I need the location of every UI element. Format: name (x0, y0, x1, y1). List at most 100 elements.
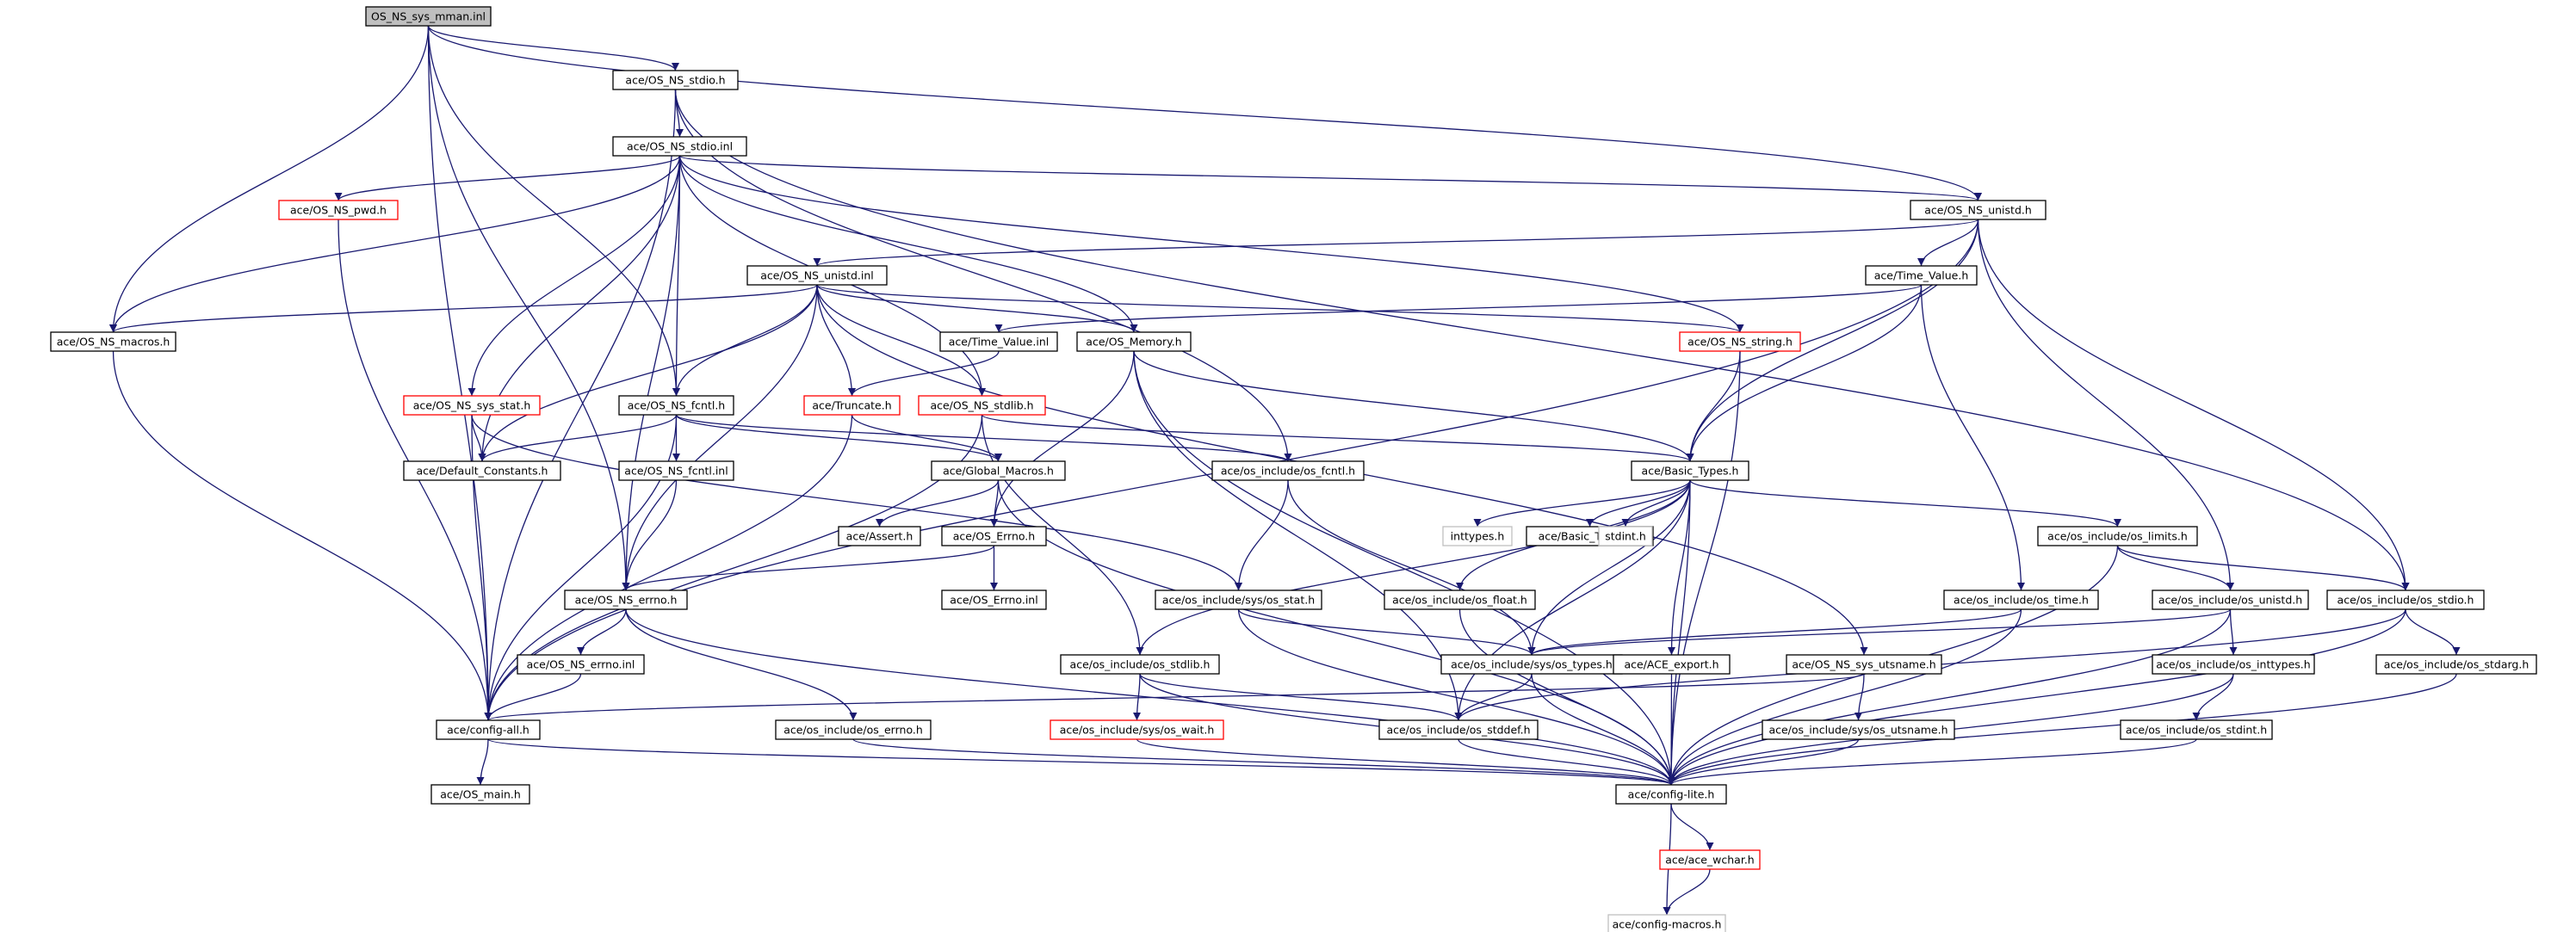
edge-os_memory_h-to-config_lite (1133, 350, 1675, 786)
node-box (1786, 654, 1942, 675)
node-ace-os-include-os-stddef-h[interactable]: ace/os_include/os_stddef.h (1378, 719, 1539, 740)
edge-sys_os_stat-to-config_lite (1237, 608, 1675, 786)
edge-os_memory_h-to-os_errno_h (990, 350, 1135, 528)
node-ace-truncate-h[interactable]: ace/Truncate.h (803, 395, 901, 416)
node-stdint-h[interactable]: stdint.h (1598, 526, 1653, 546)
node-ace-os-include-os-float-h[interactable]: ace/os_include/os_float.h (1384, 589, 1536, 610)
node-ace-os-ns-fcntl-h[interactable]: ace/OS_NS_fcntl.h (618, 395, 734, 416)
node-ace-os-include-os-stdlib-h[interactable]: ace/os_include/os_stdlib.h (1060, 654, 1220, 675)
node-box (1050, 719, 1224, 740)
node-label: ace/os_include/os_limits.h (2047, 530, 2188, 543)
node-ace-ace-export-h[interactable]: ace/ACE_export.h (1613, 654, 1731, 675)
edge-os_stdio-to-config_lite (1667, 608, 2406, 786)
node-ace-os-ns-unistd-h[interactable]: ace/OS_NS_unistd.h (1910, 200, 2047, 220)
node-ace-os-errno-inl[interactable]: ace/OS_Errno.inl (941, 589, 1047, 610)
edge-sys_os_wait-to-config_lite (1136, 738, 1675, 786)
node-ace-os-include-os-stdio-h[interactable]: ace/os_include/os_stdio.h (2326, 589, 2485, 610)
edge-basic_types_h-to-inttypes_h (1473, 479, 1691, 528)
node-ace-os-include-os-errno-h[interactable]: ace/os_include/os_errno.h (775, 719, 932, 740)
node-layer: OS_NS_sys_mman.inl ace/OS_NS_stdio.h ace/O… (50, 6, 2537, 932)
node-ace-config-lite-h[interactable]: ace/config-lite.h (1615, 784, 1727, 805)
node-ace-os-ns-macros-h[interactable]: ace/OS_NS_macros.h (50, 331, 176, 352)
node-box (941, 589, 1047, 610)
node-ace-os-ns-stdio-h[interactable]: ace/OS_NS_stdio.h (612, 70, 739, 90)
node-label: ace/OS_NS_stdlib.h (930, 399, 1033, 412)
node-label: ace/OS_NS_fcntl.h (628, 399, 725, 412)
node-ace-config-all-h[interactable]: ace/config-all.h (436, 719, 541, 740)
node-box (403, 460, 561, 481)
node-ace-os-ns-errno-h[interactable]: ace/OS_NS_errno.h (564, 589, 688, 610)
node-ace-os-ns-stdlib-h[interactable]: ace/OS_NS_stdlib.h (918, 395, 1046, 416)
node-ace-os-errno-h[interactable]: ace/OS_Errno.h (941, 526, 1047, 546)
node-ace-os-main-h[interactable]: ace/OS_main.h (430, 784, 530, 805)
edge-unistd_inl-to-truncate_h (816, 284, 856, 397)
node-box (1659, 849, 1761, 870)
edge-os_limits-to-os_stdio (2116, 545, 2410, 591)
node-ace-config-macros-h[interactable]: ace/config-macros.h (1607, 914, 1726, 932)
edge-time_value_inl-to-truncate_h (848, 350, 1000, 397)
node-inttypes-h[interactable]: inttypes.h (1442, 526, 1513, 546)
node-ace-os-include-os-stdint-h[interactable]: ace/os_include/os_stdint.h (2120, 719, 2273, 740)
edge-sys_os_stat-to-sys_os_types (1237, 608, 1536, 656)
edge-os_include_fcntl-to-sys_os_types (1287, 479, 1536, 656)
node-ace-os-ns-sys-utsname-h[interactable]: ace/OS_NS_sys_utsname.h (1786, 654, 1942, 675)
node-label: ace/os_include/sys/os_types.h (1451, 658, 1613, 671)
node-ace-os-include-sys-os-utsname-h[interactable]: ace/os_include/sys/os_utsname.h (1762, 719, 1955, 740)
node-box (278, 200, 399, 220)
node-ace-os-include-os-unistd-h[interactable]: ace/os_include/os_unistd.h (2152, 589, 2309, 610)
node-ace-default-constants-h[interactable]: ace/Default_Constants.h (403, 460, 561, 481)
node-ace-os-include-sys-os-types-h[interactable]: ace/os_include/sys/os_types.h (1440, 654, 1623, 675)
edge-os_time-to-config_lite (1667, 608, 2022, 786)
edge-os_errno_h-to-ns_errno_h (622, 545, 995, 591)
node-ace-os-memory-h[interactable]: ace/OS_Memory.h (1076, 331, 1192, 352)
node-label: ace/os_include/os_errno.h (783, 724, 923, 737)
node-ace-os-ns-unistd-inl[interactable]: ace/OS_NS_unistd.inl (746, 265, 888, 286)
edge-layer (109, 25, 2461, 916)
node-box (517, 654, 645, 675)
node-ace-time-value-h[interactable]: ace/Time_Value.h (1865, 265, 1978, 286)
node-ace-time-value-inl[interactable]: ace/Time_Value.inl (939, 331, 1058, 352)
edge-os_time-to-sys_os_types (1527, 608, 2022, 656)
edge-basic_types_h-to-os_stddef (1454, 479, 1691, 721)
node-ace-ace-wchar-h[interactable]: ace/ace_wchar.h (1659, 849, 1761, 870)
node-ace-os-ns-string-h[interactable]: ace/OS_NS_string.h (1679, 331, 1801, 352)
node-ace-os-include-os-time-h[interactable]: ace/os_include/os_time.h (1943, 589, 2099, 610)
node-ace-os-ns-fcntl-inl[interactable]: ace/OS_NS_fcntl.inl (618, 460, 734, 481)
node-box (612, 136, 747, 157)
node-ace-os-ns-sys-stat-h[interactable]: ace/OS_NS_sys_stat.h (403, 395, 541, 416)
node-ace-assert-h[interactable]: ace/Assert.h (838, 526, 921, 546)
node-ace-os-include-os-fcntl-h[interactable]: ace/os_include/os_fcntl.h (1211, 460, 1365, 481)
node-os-ns-sys-mman-inl[interactable]: OS_NS_sys_mman.inl (365, 6, 492, 27)
node-ace-os-include-sys-os-stat-h[interactable]: ace/os_include/sys/os_stat.h (1155, 589, 1322, 610)
node-label: ace/config-macros.h (1613, 918, 1722, 931)
node-box (1865, 265, 1978, 286)
node-label: ace/OS_NS_errno.h (575, 594, 678, 607)
node-ace-os-include-sys-os-wait-h[interactable]: ace/os_include/sys/os_wait.h (1050, 719, 1224, 740)
node-ace-os-include-os-inttypes-h[interactable]: ace/os_include/os_inttypes.h (2152, 654, 2315, 675)
edge-os_stdlib-to-os_stddef (1139, 673, 1463, 721)
node-ace-os-ns-pwd-h[interactable]: ace/OS_NS_pwd.h (278, 200, 399, 220)
edge-os_unistd-to-config_lite (1667, 608, 2232, 786)
node-label: inttypes.h (1451, 530, 1505, 543)
node-label: ace/os_include/os_stddef.h (1386, 724, 1530, 737)
node-box (365, 6, 492, 27)
node-box (1679, 331, 1801, 352)
node-ace-os-ns-stdio-inl[interactable]: ace/OS_NS_stdio.inl (612, 136, 747, 157)
node-label: ace/Time_Value.h (1874, 269, 1969, 282)
node-ace-global-macros-h[interactable]: ace/Global_Macros.h (931, 460, 1066, 481)
node-ace-basic-types-h[interactable]: ace/Basic_Types.h (1631, 460, 1749, 481)
node-ace-os-include-os-stdarg-h[interactable]: ace/os_include/os_stdarg.h (2375, 654, 2537, 675)
node-box (1607, 914, 1726, 932)
edge-os_inttypes-to-os_stdint (2192, 673, 2234, 721)
node-box (403, 395, 541, 416)
node-ace-os-include-os-limits-h[interactable]: ace/os_include/os_limits.h (2037, 526, 2198, 546)
node-box (618, 460, 734, 481)
node-label: OS_NS_sys_mman.inl (371, 10, 486, 23)
node-box (1613, 654, 1731, 675)
edge-fcntl_h-to-config_all (484, 414, 678, 721)
node-box (430, 784, 530, 805)
edge-unistd_h-to-unistd_inl (814, 219, 1979, 267)
edge-basic_types_h-to-os_stdlib (1136, 479, 1691, 656)
node-box (2120, 719, 2273, 740)
node-ace-os-ns-errno-inl[interactable]: ace/OS_NS_errno.inl (517, 654, 645, 675)
